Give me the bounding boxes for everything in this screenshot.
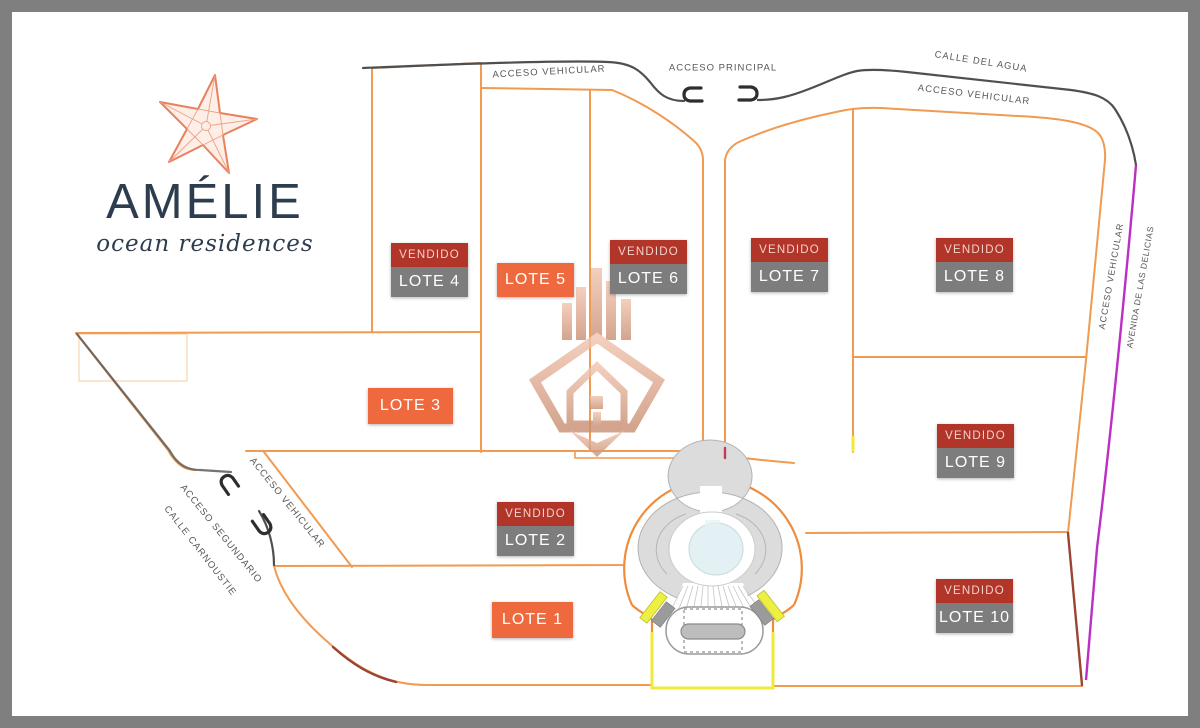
boundary-accents — [331, 446, 1084, 687]
lot-marker-lote-10[interactable]: VENDIDO LOTE 10 — [936, 579, 1013, 633]
sold-badge: VENDIDO — [391, 243, 468, 267]
main-gate-right-icon — [737, 85, 759, 102]
road-lines — [75, 60, 1138, 567]
main-gate-left-icon — [682, 86, 704, 103]
lot-label: LOTE 6 — [610, 264, 687, 294]
secondary-gate-left-icon — [219, 473, 241, 496]
lot-marker-lote-8[interactable]: VENDIDO LOTE 8 — [936, 238, 1013, 292]
watermark-logo — [529, 268, 665, 457]
lot-label: LOTE 9 — [937, 448, 1014, 478]
brand-tagline: ocean residences — [96, 231, 314, 257]
lot-boundaries — [75, 62, 1107, 687]
highlighted-boundary — [650, 436, 855, 690]
lot-marker-lote-1[interactable]: LOTE 1 — [492, 602, 573, 638]
brand-block: AMÉLIE ocean residences — [95, 70, 315, 257]
secondary-gate-right-icon — [250, 513, 273, 536]
starfish-icon — [159, 74, 258, 174]
lot-marker-lote-3[interactable]: LOTE 3 — [368, 388, 453, 424]
gate-icons — [219, 85, 759, 536]
clubhouse-complex — [623, 439, 803, 657]
amenity-bar — [680, 623, 746, 640]
lot-marker-lote-7[interactable]: VENDIDO LOTE 7 — [751, 238, 828, 292]
sold-badge: VENDIDO — [751, 238, 828, 262]
lot-marker-lote-9[interactable]: VENDIDO LOTE 9 — [937, 424, 1014, 478]
lot-marker-lote-5[interactable]: LOTE 5 — [497, 263, 574, 297]
sold-badge: VENDIDO — [936, 579, 1013, 603]
lot-label: LOTE 10 — [936, 603, 1013, 633]
lot-label: LOTE 7 — [751, 262, 828, 292]
lot-marker-lote-2[interactable]: VENDIDO LOTE 2 — [497, 502, 574, 556]
ramp-right — [749, 589, 785, 626]
lot-marker-lote-4[interactable]: VENDIDO LOTE 4 — [391, 243, 468, 297]
avenue-line — [1084, 164, 1138, 681]
lot-marker-lote-6[interactable]: VENDIDO LOTE 6 — [610, 240, 687, 294]
road-label-acceso-principal: ACCESO PRINCIPAL — [668, 62, 778, 74]
lot-label: LOTE 2 — [497, 526, 574, 556]
sold-badge: VENDIDO — [937, 424, 1014, 448]
lot-label: LOTE 4 — [391, 267, 468, 297]
lot-label: LOTE 8 — [936, 262, 1013, 292]
sold-badge: VENDIDO — [497, 502, 574, 526]
brand-name: AMÉLIE — [106, 175, 304, 229]
sold-badge: VENDIDO — [610, 240, 687, 264]
small-parcel-outline — [78, 333, 188, 382]
ramp-left — [639, 591, 676, 628]
sold-badge: VENDIDO — [936, 238, 1013, 262]
